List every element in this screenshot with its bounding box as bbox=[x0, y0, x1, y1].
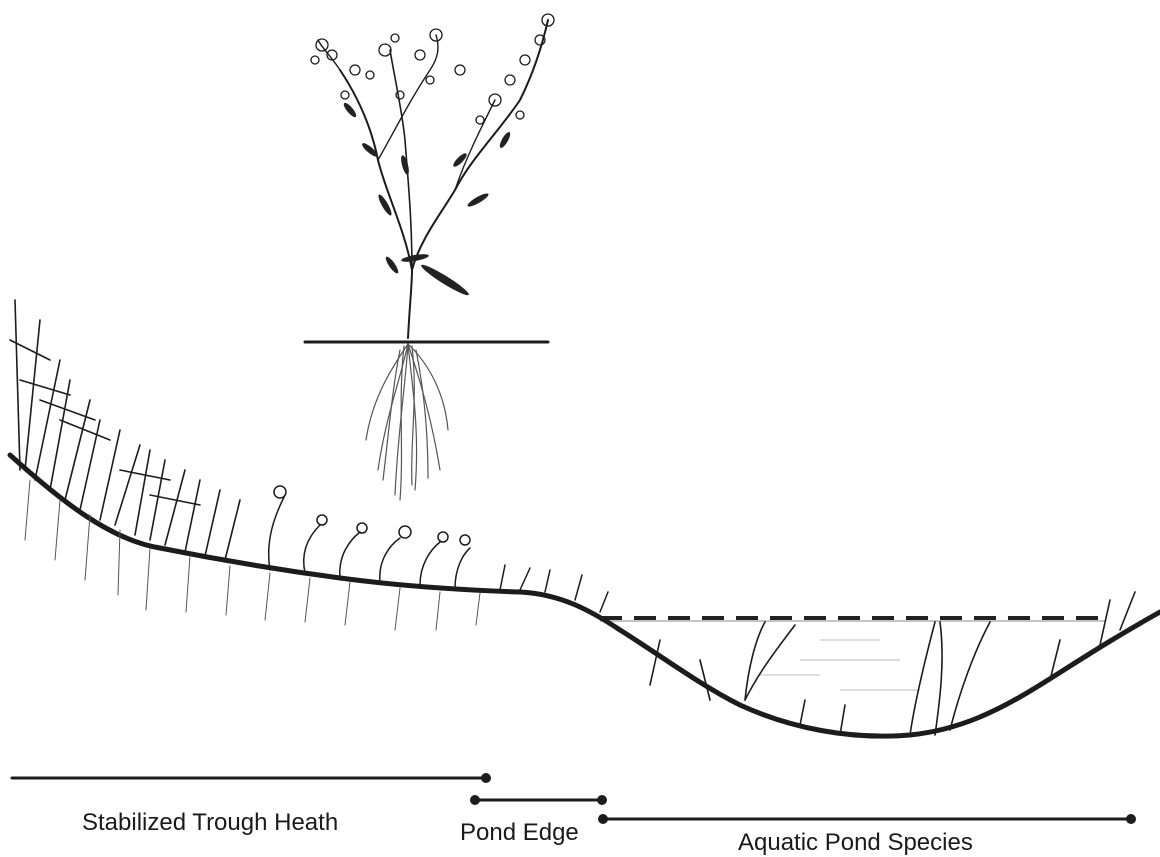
zone-label-aquatic: Aquatic Pond Species bbox=[738, 829, 973, 856]
plant-illustration bbox=[305, 14, 554, 500]
zone-bracket-aquatic bbox=[598, 814, 1136, 824]
zone-label-pond-edge: Pond Edge bbox=[460, 819, 579, 846]
zone-bracket-pond-edge bbox=[470, 795, 607, 805]
zone-bracket-heath bbox=[12, 773, 491, 783]
zone-label-heath: Stabilized Trough Heath bbox=[82, 809, 338, 836]
transect-illustration bbox=[10, 300, 1160, 736]
